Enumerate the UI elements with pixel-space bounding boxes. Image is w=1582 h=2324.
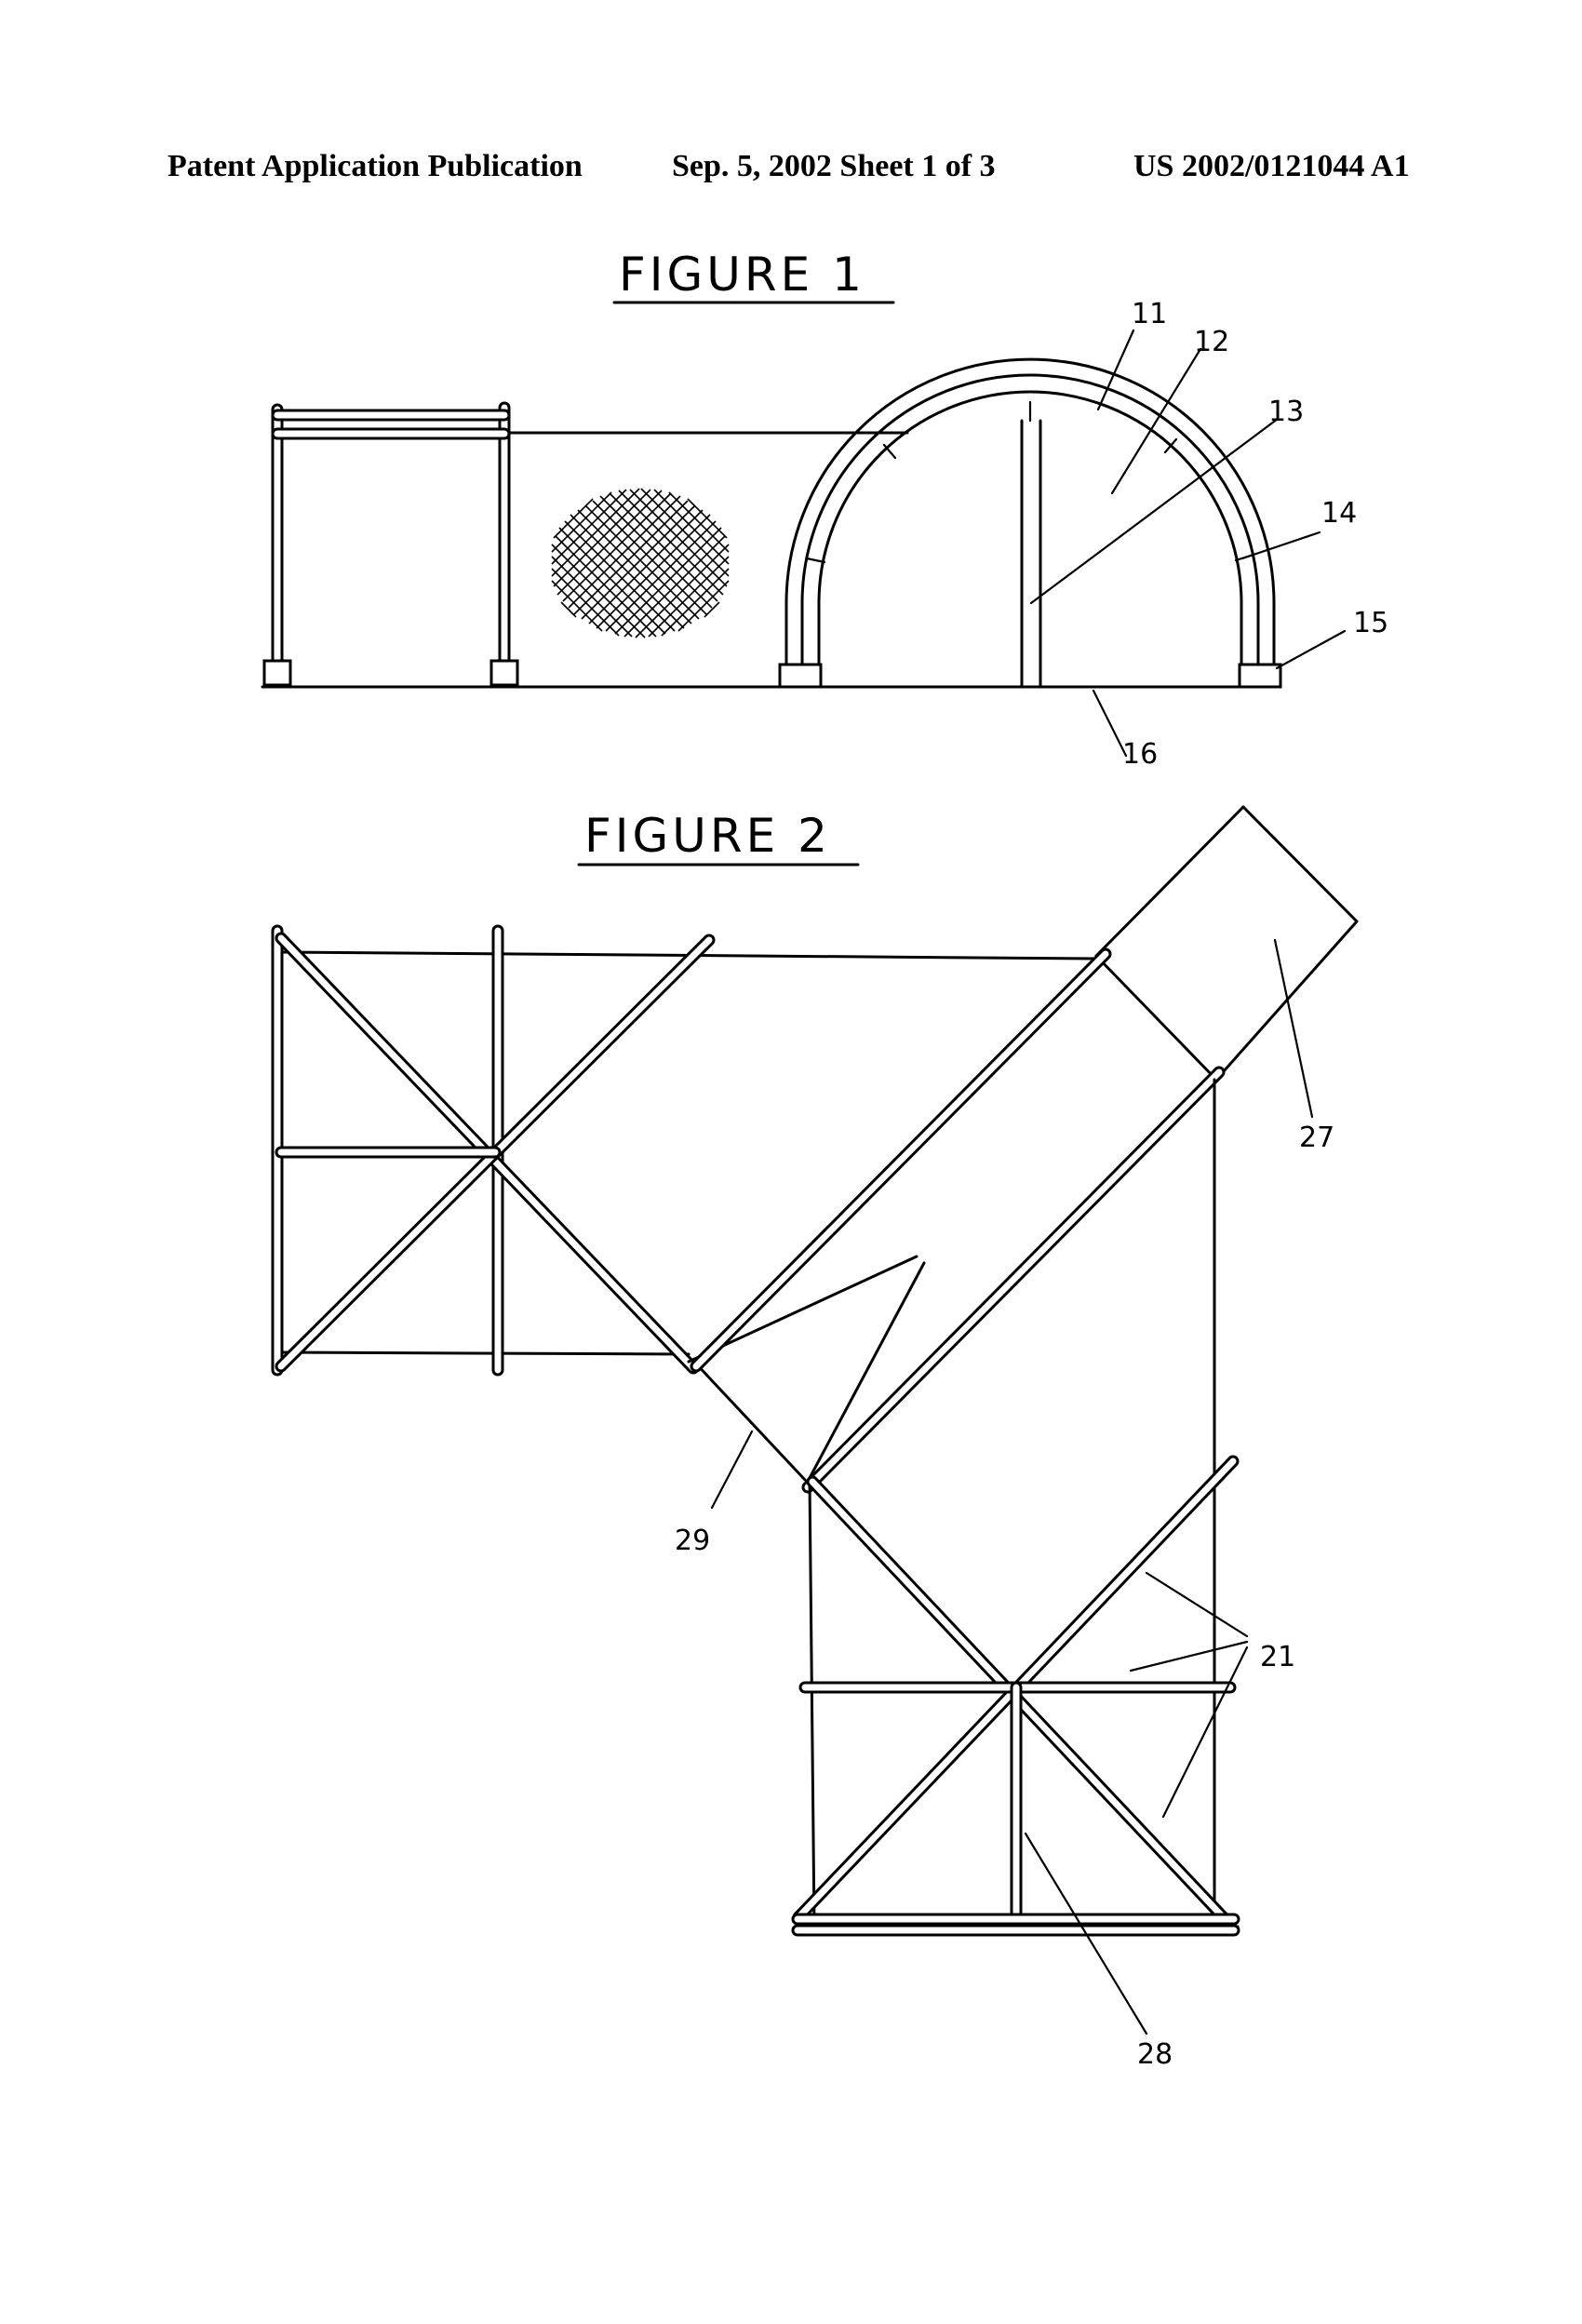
mesh-strand bbox=[635, 544, 730, 638]
mesh-strand bbox=[623, 535, 726, 638]
mesh-strand bbox=[704, 601, 720, 618]
mesh-strand bbox=[661, 568, 730, 637]
figure-2-title: FIGURE 2 bbox=[584, 809, 831, 863]
mesh-strand bbox=[562, 492, 672, 602]
ref-29: 29 bbox=[675, 1525, 710, 1557]
mesh-strand bbox=[629, 489, 728, 587]
ref-21: 21 bbox=[1260, 1641, 1295, 1673]
mesh-strand bbox=[653, 489, 730, 565]
mesh-strand bbox=[648, 556, 730, 638]
mesh-strand bbox=[581, 504, 696, 620]
mesh-strand bbox=[588, 509, 704, 625]
mesh-strand bbox=[577, 509, 692, 625]
ref-28: 28 bbox=[1137, 2038, 1173, 2071]
mesh-strand bbox=[614, 527, 722, 635]
mesh-strand bbox=[560, 601, 577, 618]
figure-1: FIGURE 1 bbox=[261, 248, 1388, 771]
date-and-sheet: Sep. 5, 2002 Sheet 1 of 3 bbox=[672, 149, 996, 183]
mesh-strand bbox=[568, 495, 681, 609]
mesh-strand bbox=[605, 520, 717, 632]
ref-15: 15 bbox=[1353, 607, 1388, 639]
figure-1-title: FIGURE 1 bbox=[619, 248, 865, 302]
mesh-strand bbox=[551, 568, 620, 637]
publication-number: US 2002/0121044 A1 bbox=[1133, 149, 1410, 183]
mesh-strand bbox=[551, 544, 646, 638]
mesh-strand bbox=[596, 514, 711, 629]
mesh-strand bbox=[551, 489, 627, 565]
mesh-strand bbox=[551, 556, 633, 638]
diagonal-tunnel-section bbox=[687, 805, 1359, 1494]
mesh-strand bbox=[599, 495, 713, 609]
mesh-strand bbox=[592, 500, 707, 615]
figure-2: FIGURE 2 bbox=[271, 805, 1359, 2071]
diagonal-rail-upper-inner bbox=[692, 950, 1109, 1370]
arch-hoop bbox=[778, 357, 1282, 689]
left-tunnel-section bbox=[271, 924, 1100, 1377]
ref-16: 16 bbox=[1122, 738, 1158, 771]
mesh-strand bbox=[570, 514, 685, 629]
mesh-strand bbox=[558, 527, 666, 635]
ref-27: 27 bbox=[1299, 1122, 1334, 1154]
mesh-strand bbox=[573, 500, 689, 615]
ref-13: 13 bbox=[1268, 396, 1304, 428]
mesh-strand bbox=[609, 492, 718, 602]
mesh-patch bbox=[551, 488, 730, 638]
mesh-strand bbox=[677, 580, 730, 632]
ref-11: 11 bbox=[1132, 298, 1167, 330]
mesh-strand bbox=[551, 488, 640, 577]
ref-12: 12 bbox=[1194, 326, 1229, 358]
mesh-strand bbox=[584, 504, 700, 620]
page-header: Patent Application Publication Sep. 5, 2… bbox=[0, 149, 1582, 195]
left-frame bbox=[262, 401, 519, 687]
mesh-strand bbox=[555, 535, 657, 638]
ref-14: 14 bbox=[1321, 497, 1357, 530]
mesh-strand bbox=[564, 520, 676, 632]
publication-type: Patent Application Publication bbox=[168, 149, 583, 183]
mesh-strand bbox=[551, 580, 603, 632]
diagonal-rail-lower-inner bbox=[804, 1068, 1223, 1491]
mesh-strand bbox=[553, 489, 651, 587]
bottom-tunnel-section bbox=[791, 1078, 1240, 1937]
mesh-strand bbox=[640, 488, 730, 577]
